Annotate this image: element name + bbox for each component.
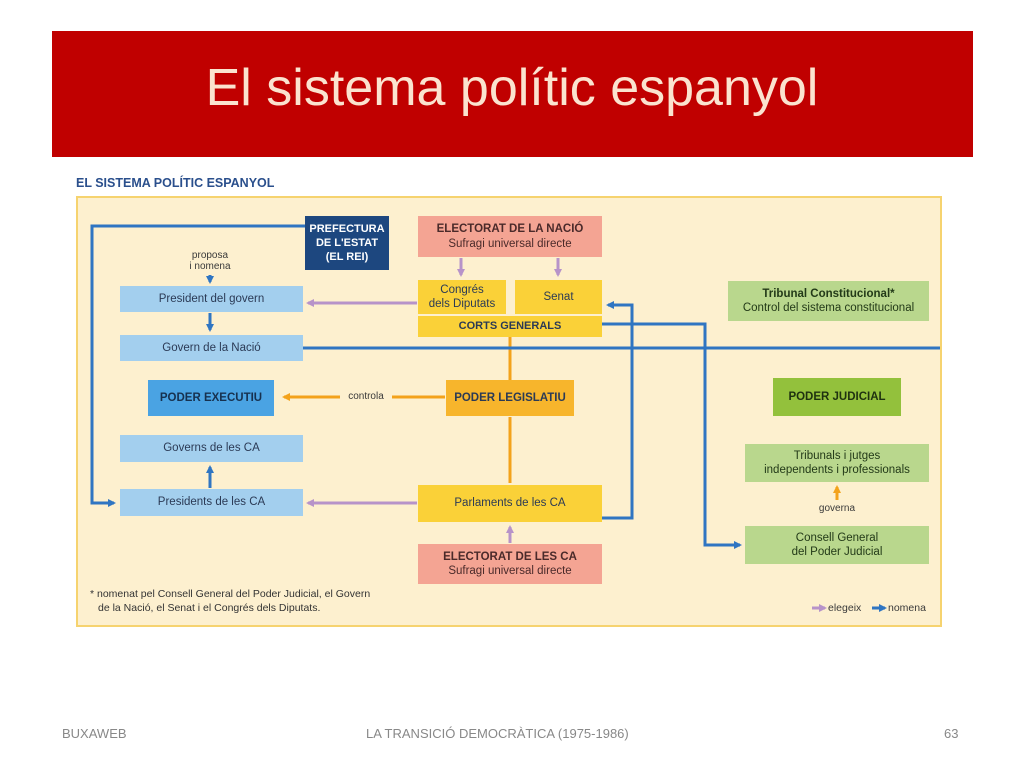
- governs-ca-label: Governs de les CA: [163, 442, 260, 455]
- parlaments-ca-label: Parlaments de les CA: [454, 497, 566, 510]
- govern-nacio-box: Govern de la Nació: [120, 335, 303, 361]
- footer-page-number: 63: [944, 726, 959, 741]
- electorat-nacio-box: ELECTORAT DE LA NACIÓ Sufragi universal …: [418, 216, 602, 257]
- poder-legislatiu-label: PODER LEGISLATIU: [454, 391, 566, 404]
- electorat-nacio-subtitle: Sufragi universal directe: [448, 237, 572, 250]
- poder-legislatiu-box: PODER LEGISLATIU: [446, 380, 574, 416]
- congres-line1: Congrés: [440, 283, 484, 296]
- governs-ca-box: Governs de les CA: [120, 435, 303, 462]
- senat-label: Senat: [543, 290, 574, 303]
- consell-line1: Consell General: [795, 531, 879, 544]
- presidents-ca-label: Presidents de les CA: [157, 496, 266, 509]
- govern-nacio-label: Govern de la Nació: [162, 341, 261, 354]
- electorat-nacio-title: ELECTORAT DE LA NACIÓ: [436, 223, 584, 236]
- legend-nomena-label: nomena: [888, 602, 926, 614]
- electorat-ca-title: ELECTORAT DE LES CA: [443, 550, 577, 563]
- prefectura-box: PREFECTURA DE L'ESTAT (EL REI): [305, 216, 389, 270]
- slide-title: El sistema polític espanyol: [205, 59, 819, 117]
- president-govern-box: President del govern: [120, 286, 303, 312]
- electorat-ca-subtitle: Sufragi universal directe: [448, 565, 572, 577]
- legend-elegeix-label: elegeix: [828, 602, 862, 614]
- presidents-ca-box: Presidents de les CA: [120, 489, 303, 516]
- corts-label: CORTS GENERALS: [458, 319, 562, 332]
- prefectura-line3: (EL REI): [325, 251, 369, 264]
- electorat-ca-box: ELECTORAT DE LES CA Sufragi universal di…: [418, 544, 602, 584]
- tribunals-line2: independents i professionals: [764, 464, 910, 476]
- consell-line2: del Poder Judicial: [791, 546, 883, 558]
- poder-judicial-box: PODER JUDICIAL: [773, 378, 901, 416]
- diagram-label: EL SISTEMA POLÍTIC ESPANYOL: [76, 176, 275, 190]
- consell-box: Consell General del Poder Judicial: [745, 526, 929, 564]
- tribunal-subtitle: Control del sistema constitucional: [742, 302, 915, 314]
- president-govern-label: President del govern: [158, 292, 265, 305]
- prefectura-line2: DE L'ESTAT: [315, 236, 379, 249]
- footnote-line1: * nomenat pel Consell General del Poder …: [90, 588, 371, 600]
- nomena-arrow-corts-consell: [602, 322, 742, 549]
- footnote-line2: de la Nació, el Senat i el Congrés dels …: [98, 602, 321, 615]
- controla-label: controla: [340, 391, 392, 402]
- footer-left: BUXAWEB: [62, 726, 127, 741]
- congres-box: Congrés dels Diputats: [418, 280, 506, 314]
- title-bar: [52, 31, 973, 157]
- poder-executiu-box: PODER EXECUTIU: [148, 380, 274, 416]
- proposa-label: proposa i nomena: [182, 250, 238, 272]
- tribunal-title: Tribunal Constitucional*: [762, 287, 895, 300]
- proposa-line1: proposa: [191, 250, 229, 261]
- parlaments-ca-box: Parlaments de les CA: [418, 485, 602, 522]
- corts-box: CORTS GENERALS: [418, 316, 602, 337]
- nomena-arrow-rei-presidents-ca: [90, 224, 305, 507]
- poder-judicial-label: PODER JUDICIAL: [788, 390, 886, 403]
- footnote: * nomenat pel Consell General del Poder …: [90, 587, 370, 615]
- tribunals-box: Tribunals i jutges independents i profes…: [745, 444, 929, 482]
- senat-box: Senat: [515, 280, 602, 314]
- proposa-line2: i nomena: [189, 261, 231, 272]
- footer-center: LA TRANSICIÓ DEMOCRÀTICA (1975-1986): [366, 726, 629, 741]
- governa-label: governa: [818, 503, 856, 514]
- congres-line2: dels Diputats: [428, 298, 496, 310]
- poder-executiu-label: PODER EXECUTIU: [159, 391, 263, 404]
- nomena-arrow-parlaments-senat: [602, 301, 634, 520]
- prefectura-line1: PREFECTURA: [309, 222, 385, 235]
- tribunal-constitucional-box: Tribunal Constitucional* Control del sis…: [728, 281, 929, 321]
- tribunals-line1: Tribunals i jutges: [793, 449, 881, 462]
